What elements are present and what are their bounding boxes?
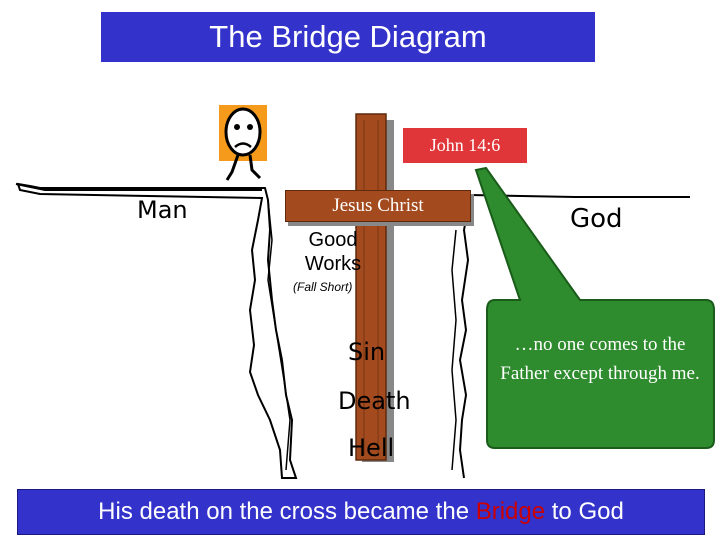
god-label: God [570,204,623,234]
speech-bubble [474,166,715,449]
fall-short-label: (Fall Short) [293,280,353,294]
man-figure-icon [219,105,267,181]
cross-label: Jesus Christ [285,190,471,222]
sin-label: Sin [348,338,386,366]
man-label: Man [137,196,188,224]
footer-text-before: His death on the cross became the [98,498,476,525]
cross [355,113,387,461]
good-works-label: Good Works [304,229,362,275]
left-cliff-edge [15,183,262,191]
right-cliff-wall [458,197,471,479]
death-label: Death [338,387,411,415]
scripture-reference: John 14:6 [403,128,527,163]
footer-highlight: Bridge [475,498,546,525]
left-cliff [16,182,298,479]
scripture-quote: …no one comes to the Father except throu… [500,334,700,384]
page-title: The Bridge Diagram [101,12,595,62]
footer-text-after: to God [545,498,624,525]
footer-caption: His death on the cross became the Bridge… [17,489,705,535]
hell-label: Hell [348,434,395,462]
